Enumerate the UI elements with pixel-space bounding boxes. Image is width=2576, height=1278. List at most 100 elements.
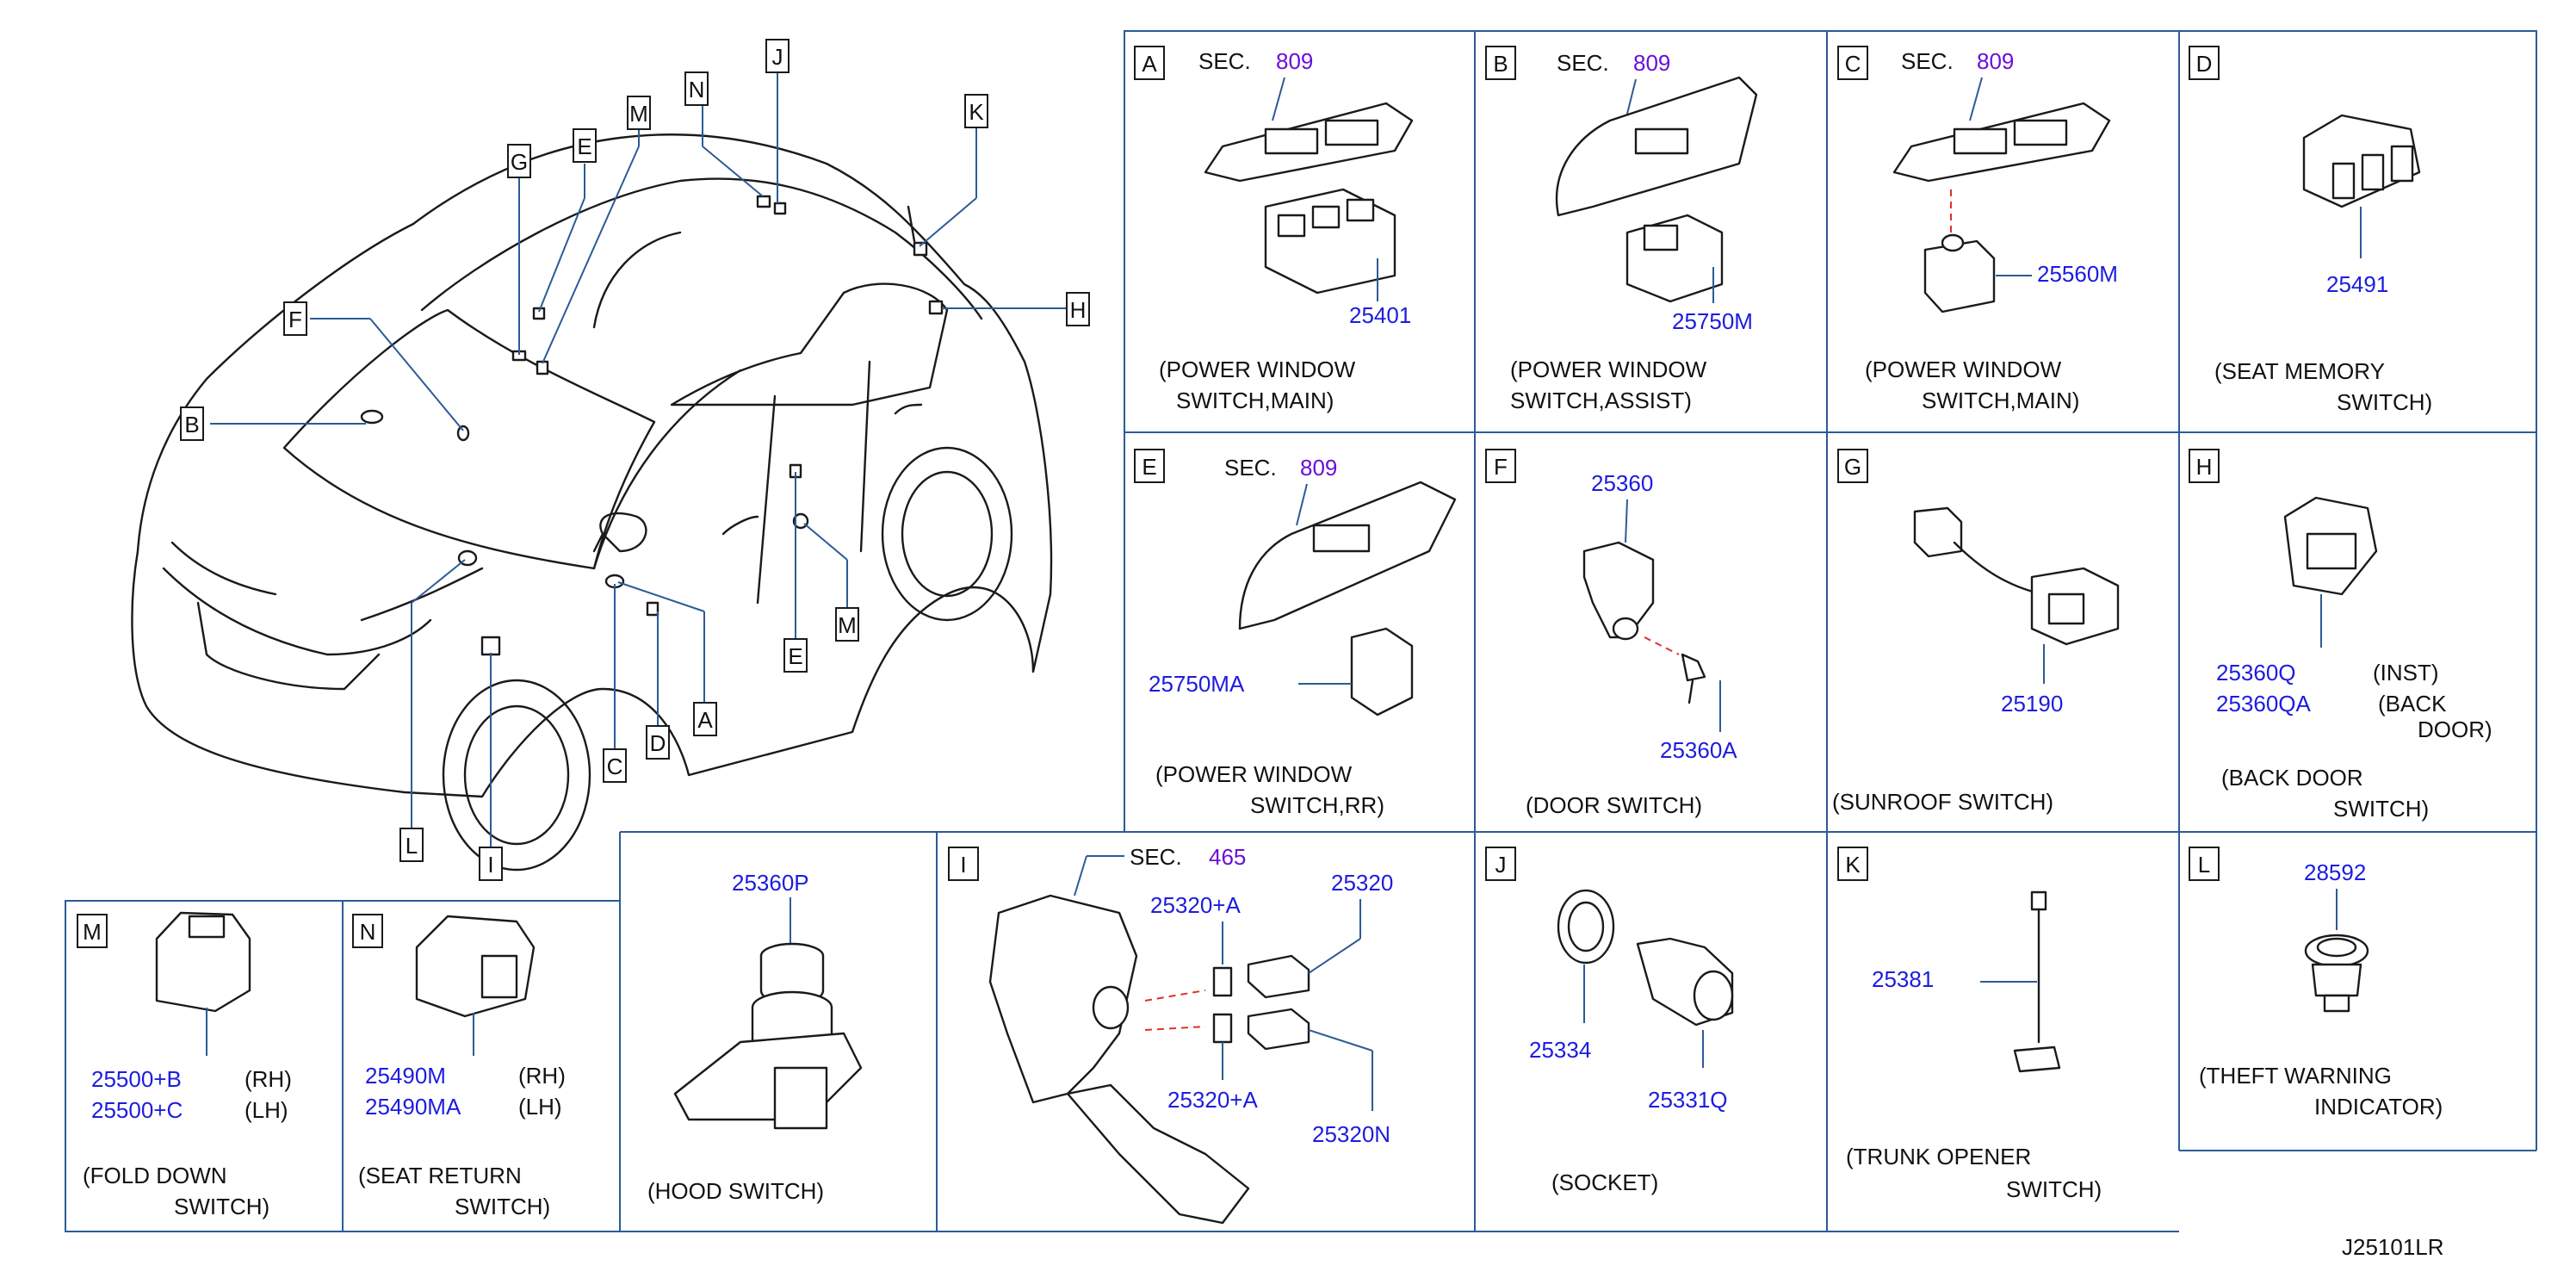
panel-H-part1: 25360Q <box>2216 660 2296 686</box>
panel-J-letter: J <box>1495 852 1507 878</box>
panel-M-desc2: SWITCH) <box>174 1194 269 1219</box>
panel-E-desc1: (POWER WINDOW <box>1155 761 1353 787</box>
overview-callout-boxes: J N K M E G H F B M E A D C L I <box>180 39 1090 881</box>
panel-E-letter: E <box>1142 454 1156 480</box>
panel-N-letter: N <box>360 919 376 945</box>
callout-A: A <box>697 707 713 733</box>
callout-I: I <box>487 852 493 878</box>
panel-G: G 25190 (SUNROOF SWITCH) <box>1832 449 2120 815</box>
panel-J-desc1: (SOCKET) <box>1551 1169 1658 1195</box>
vehicle-overview <box>131 133 1053 872</box>
panel-N-part2: 25490MA <box>365 1094 461 1120</box>
panel-N: N 25490M (RH) 25490MA (LH) (SEAT RETURN … <box>352 914 566 1219</box>
panel-F-part1: 25360 <box>1591 470 1653 496</box>
panel-D-desc1: (SEAT MEMORY <box>2214 358 2385 384</box>
panel-A-sec-prefix: SEC. <box>1198 48 1251 74</box>
panel-H-note1: (INST) <box>2373 660 2439 686</box>
panel-C: C SEC. 809 25560M (POWER WINDOW SWITCH,M… <box>1837 46 2118 413</box>
drawing-id: J25101LR <box>2342 1234 2444 1260</box>
panel-N-desc1: (SEAT RETURN <box>358 1163 522 1188</box>
panel-H-desc2: SWITCH) <box>2333 796 2429 822</box>
panel-J-part1: 25334 <box>1529 1037 1591 1063</box>
panel-B-sec-prefix: SEC. <box>1557 50 1609 76</box>
panel-K: K 25381 (TRUNK OPENER SWITCH) <box>1837 847 2102 1202</box>
panel-E-part: 25750MA <box>1149 671 1245 697</box>
panel-H-note2a: (BACK <box>2378 691 2447 717</box>
panel-hood-part: 25360P <box>732 870 809 896</box>
panel-B-sec-num: 809 <box>1633 50 1670 76</box>
panel-E: E SEC. 809 25750MA (POWER WINDOW SWITCH,… <box>1134 449 1457 818</box>
panel-M-part2: 25500+C <box>91 1097 183 1123</box>
panel-B-part: 25750M <box>1672 308 1753 334</box>
panel-I-letter: I <box>960 852 966 878</box>
callout-N: N <box>689 77 705 102</box>
panel-F-part2: 25360A <box>1660 737 1737 763</box>
panel-L-letter: L <box>2198 852 2210 878</box>
callout-F: F <box>288 307 302 332</box>
panel-L-part: 28592 <box>2304 859 2366 885</box>
panel-J-part2: 25331Q <box>1648 1087 1728 1113</box>
callout-E-top: E <box>577 133 591 159</box>
panel-M-letter: M <box>83 919 102 945</box>
panel-grid-frame <box>65 30 2537 1232</box>
panel-N-part1: 25490M <box>365 1063 446 1089</box>
panel-M-note1: (RH) <box>245 1066 292 1092</box>
callout-L: L <box>406 833 418 859</box>
panel-G-part: 25190 <box>2001 691 2063 717</box>
panel-F-letter: F <box>1494 454 1508 480</box>
panel-F-desc1: (DOOR SWITCH) <box>1526 792 1702 818</box>
panel-D: D 25491 (SEAT MEMORY SWITCH) <box>2189 46 2432 415</box>
panel-J: J 25334 25331Q (SOCKET) <box>1485 847 1734 1195</box>
panel-A-desc2: SWITCH,MAIN) <box>1176 388 1334 413</box>
panel-I-sec-prefix: SEC. <box>1130 844 1182 870</box>
panel-I-part1: 25320+A <box>1150 892 1241 918</box>
panel-A-sec-num: 809 <box>1276 48 1313 74</box>
panel-N-note2: (LH) <box>518 1094 562 1120</box>
panel-I-part3: 25320+A <box>1167 1087 1258 1113</box>
callout-M-top: M <box>629 101 648 127</box>
callout-E-side: E <box>788 643 802 669</box>
panel-A-part: 25401 <box>1349 302 1411 328</box>
panel-I-part4: 25320N <box>1312 1121 1390 1147</box>
panel-hood-desc1: (HOOD SWITCH) <box>647 1178 824 1204</box>
callout-K: K <box>969 99 984 125</box>
panel-H: H 25360Q (INST) 25360QA (BACK DOOR) (BAC… <box>2189 449 2492 822</box>
panel-B-desc2: SWITCH,ASSIST) <box>1510 388 1692 413</box>
panel-H-note2b: DOOR) <box>2418 717 2492 742</box>
callout-B: B <box>184 412 199 437</box>
panel-K-part: 25381 <box>1872 966 1934 992</box>
panel-G-desc1: (SUNROOF SWITCH) <box>1832 789 2053 815</box>
panel-E-desc2: SWITCH,RR) <box>1250 792 1384 818</box>
panel-D-part: 25491 <box>2326 271 2388 297</box>
panel-D-letter: D <box>2196 51 2213 77</box>
panel-A-desc1: (POWER WINDOW <box>1159 357 1356 382</box>
panel-C-sec-num: 809 <box>1977 48 2014 74</box>
callout-C: C <box>607 754 623 779</box>
callout-D: D <box>650 730 666 756</box>
panel-C-sec-prefix: SEC. <box>1901 48 1954 74</box>
panel-C-desc1: (POWER WINDOW <box>1865 357 2062 382</box>
panel-E-sec-num: 809 <box>1300 455 1337 481</box>
panel-H-part2: 25360QA <box>2216 691 2312 717</box>
callout-J: J <box>772 44 783 70</box>
panel-H-desc1: (BACK DOOR <box>2221 765 2363 791</box>
panel-D-desc2: SWITCH) <box>2337 389 2432 415</box>
panel-L-desc1: (THEFT WARNING <box>2199 1063 2392 1089</box>
panel-A-letter: A <box>1142 51 1157 77</box>
panel-N-desc2: SWITCH) <box>455 1194 550 1219</box>
panel-C-desc2: SWITCH,MAIN) <box>1922 388 2079 413</box>
panel-M-part1: 25500+B <box>91 1066 182 1092</box>
panel-I-part2: 25320 <box>1331 870 1393 896</box>
callout-G: G <box>511 149 528 175</box>
panel-M-desc1: (FOLD DOWN <box>83 1163 227 1188</box>
panel-M-note2: (LH) <box>245 1097 288 1123</box>
panel-K-desc2: SWITCH) <box>2006 1176 2102 1202</box>
panel-A: A SEC. 809 25401 (POWER WINDOW SWITCH,MA… <box>1134 46 1414 413</box>
panel-I: I SEC. 465 25320+A 25320 25320+A 25320N <box>948 844 1393 1225</box>
panel-G-letter: G <box>1844 454 1861 480</box>
panel-C-letter: C <box>1845 51 1861 77</box>
panel-K-desc1: (TRUNK OPENER <box>1846 1144 2031 1169</box>
panel-F: F 25360 25360A (DOOR SWITCH) <box>1485 449 1737 818</box>
panel-K-letter: K <box>1845 852 1861 878</box>
